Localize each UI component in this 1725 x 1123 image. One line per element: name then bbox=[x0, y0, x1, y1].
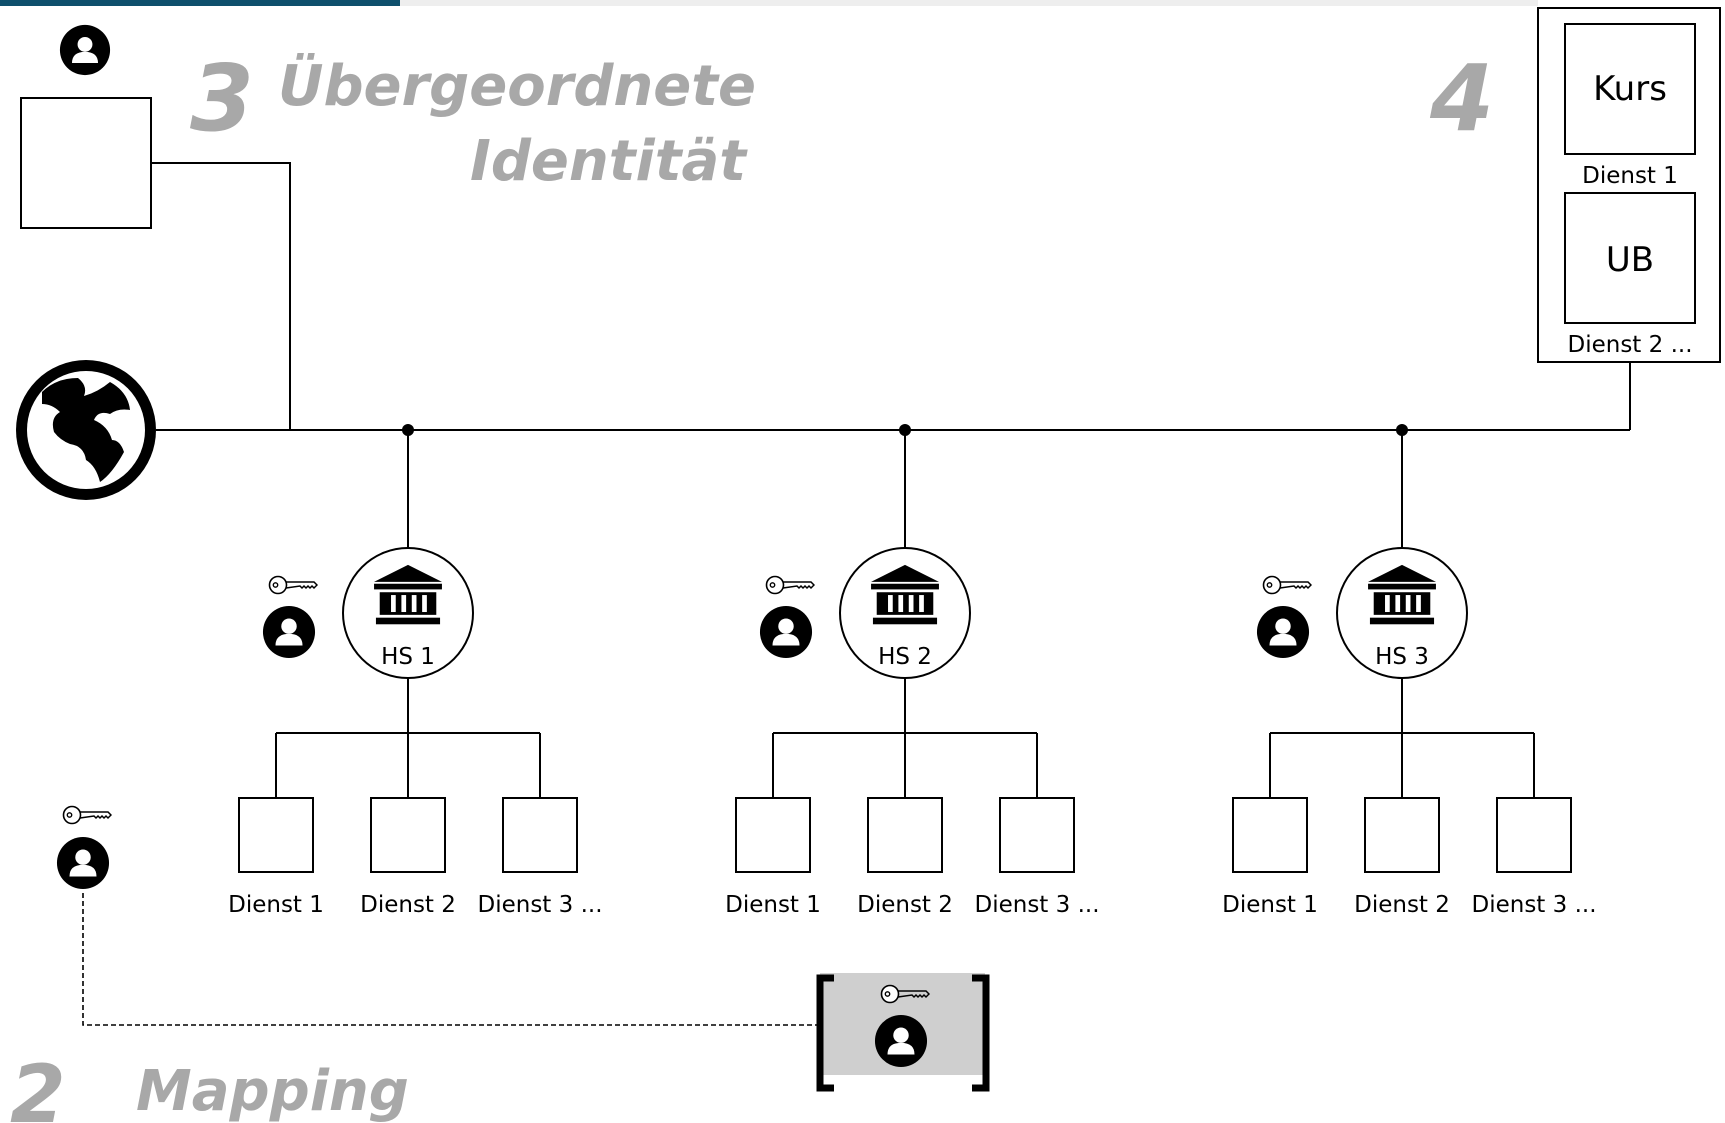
service-label: Dienst 1 bbox=[725, 892, 821, 918]
service-label: Dienst 1 bbox=[228, 892, 324, 918]
service-box bbox=[1496, 797, 1572, 873]
key-icon bbox=[765, 575, 815, 595]
section-number-4: 4 bbox=[1429, 45, 1494, 152]
service-label: Dienst 3 ... bbox=[974, 892, 1099, 918]
top-accent-bar bbox=[0, 0, 400, 6]
top-bar-track bbox=[400, 0, 1538, 6]
mapping-dashed-connector bbox=[82, 893, 820, 1026]
service-label: Dienst 2 bbox=[360, 892, 456, 918]
service-box bbox=[1364, 797, 1440, 873]
service-label: Dienst 1 bbox=[1222, 892, 1318, 918]
service-label: Dienst 2 bbox=[857, 892, 953, 918]
service-box bbox=[867, 797, 943, 873]
identity-provider-box bbox=[20, 97, 152, 229]
service-box bbox=[735, 797, 811, 873]
service-label: Dienst 3 ... bbox=[477, 892, 602, 918]
user-icon bbox=[874, 1014, 928, 1068]
service-box bbox=[1232, 797, 1308, 873]
institution-label: HS 1 bbox=[381, 644, 435, 670]
section-number-2: 2 bbox=[10, 1048, 66, 1123]
service-box bbox=[999, 797, 1075, 873]
institution-group: HS 1 Dienst 1 Dienst 2 Dienst 3 ... bbox=[228, 424, 603, 918]
portal-caption-1: Dienst 1 bbox=[1582, 163, 1678, 189]
portal-box-ub-label: UB bbox=[1606, 240, 1654, 280]
service-box bbox=[370, 797, 446, 873]
portal-caption-2: Dienst 2 ... bbox=[1567, 332, 1692, 358]
section-3-heading-line1: Übergeordnete bbox=[278, 54, 756, 119]
portal-box-kurs-label: Kurs bbox=[1593, 69, 1667, 109]
institution-group: HS 2 Dienst 1 Dienst 2 Dienst 3 ... bbox=[725, 424, 1100, 918]
mapping-store bbox=[816, 973, 990, 1092]
service-label: Dienst 3 ... bbox=[1471, 892, 1596, 918]
user-icon bbox=[56, 836, 110, 890]
user-icon bbox=[759, 605, 813, 659]
portal-box-ub bbox=[1564, 192, 1696, 324]
connector-identity-to-backbone bbox=[151, 162, 291, 430]
globe-icon bbox=[16, 360, 156, 500]
service-label: Dienst 2 bbox=[1354, 892, 1450, 918]
user-icon bbox=[1256, 605, 1310, 659]
key-icon bbox=[268, 575, 318, 595]
institution-label: HS 2 bbox=[878, 644, 932, 670]
section-number-3: 3 bbox=[190, 45, 254, 152]
key-icon bbox=[1262, 575, 1312, 595]
user-icon bbox=[59, 24, 111, 76]
service-box bbox=[238, 797, 314, 873]
institution-label: HS 3 bbox=[1375, 644, 1429, 670]
key-icon bbox=[62, 805, 112, 825]
section-3-heading-line2: Identität bbox=[470, 129, 748, 194]
user-icon bbox=[262, 605, 316, 659]
institution-group: HS 3 Dienst 1 Dienst 2 Dienst 3 ... bbox=[1222, 424, 1597, 918]
service-box bbox=[502, 797, 578, 873]
portal-box-kurs bbox=[1564, 23, 1696, 155]
section-2-heading: Mapping bbox=[136, 1059, 409, 1123]
